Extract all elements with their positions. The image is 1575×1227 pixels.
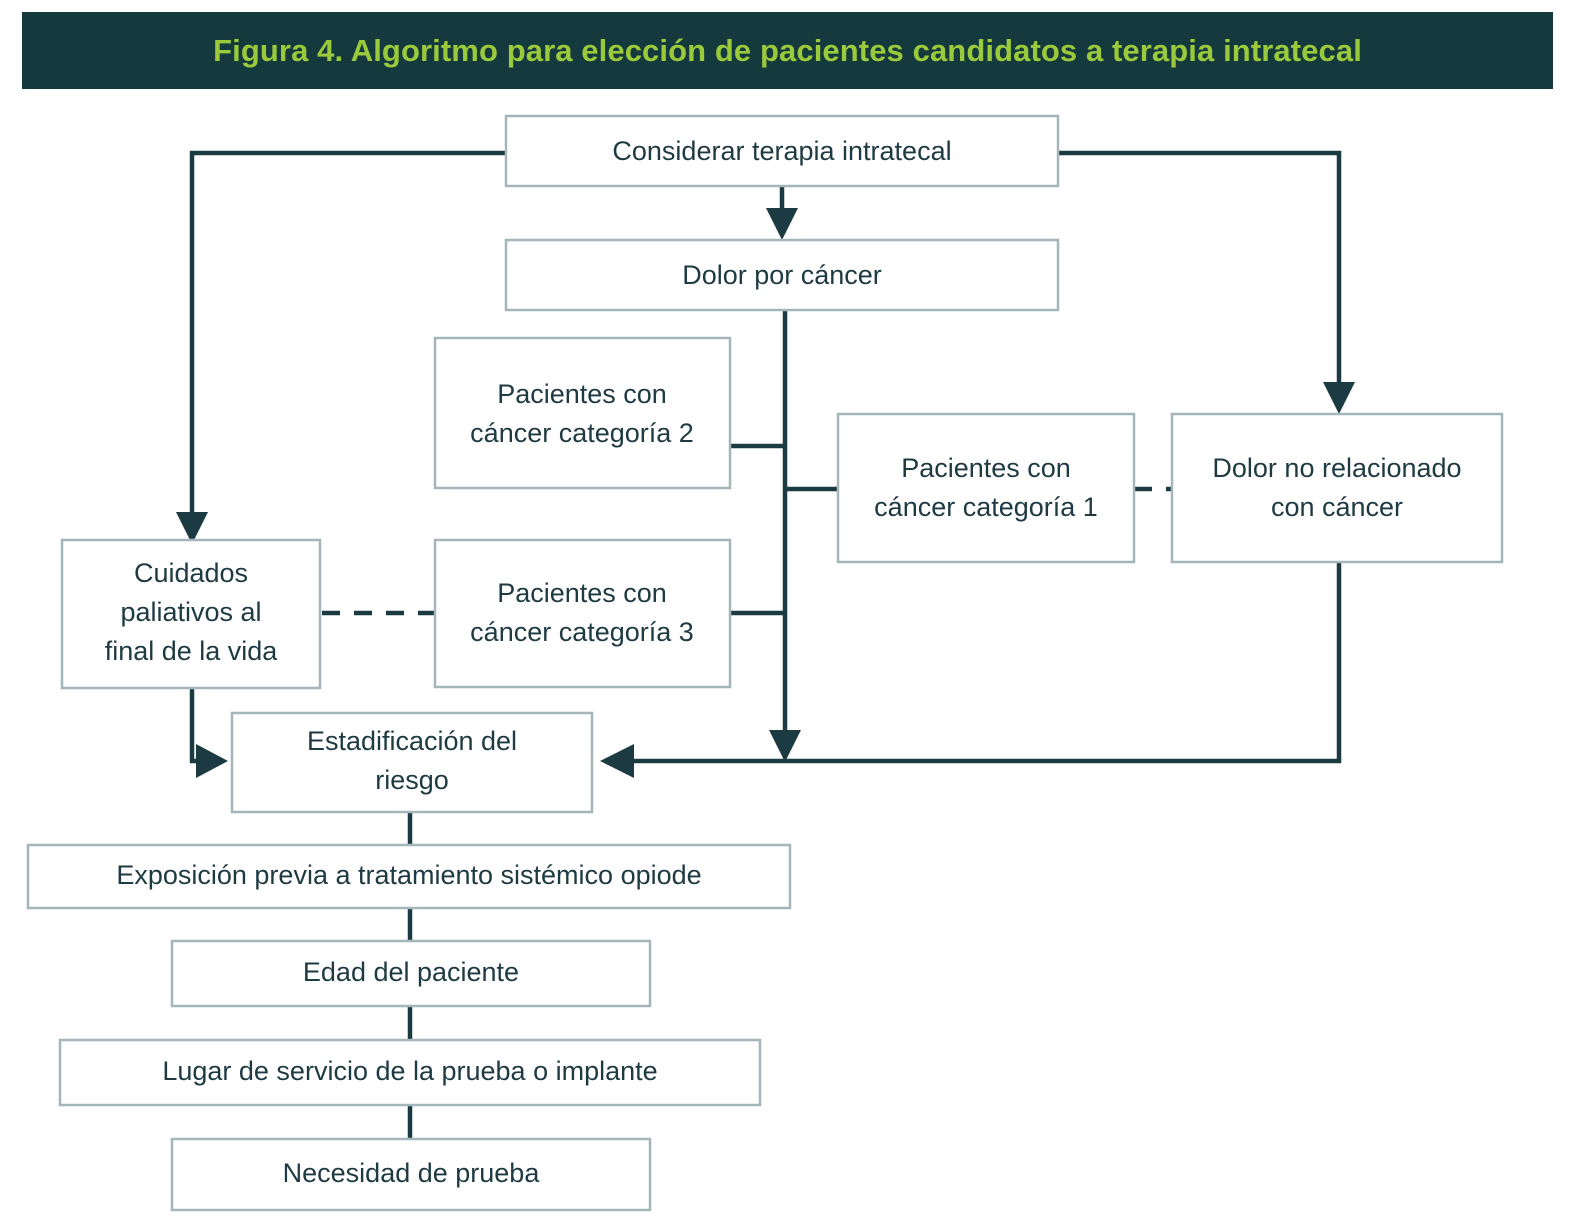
node-box bbox=[230, 711, 594, 814]
page-title: Figura 4. Algoritmo para elección de pac… bbox=[213, 32, 1362, 68]
arrowhead-estadificacion-left bbox=[196, 744, 228, 778]
node-label-line1: Pacientes con bbox=[497, 379, 667, 409]
arrowhead-dolor-cancer bbox=[766, 208, 798, 240]
connector-considerar-to-cuidados bbox=[189, 150, 506, 524]
node-label-line2: cáncer categoría 1 bbox=[874, 492, 1098, 522]
node-label: Necesidad de prueba bbox=[283, 1158, 541, 1188]
node-box bbox=[1170, 412, 1504, 564]
node-label-line1: Cuidados bbox=[134, 558, 248, 588]
node-label: Exposición previa a tratamiento sistémic… bbox=[116, 860, 701, 890]
node-considerar-terapia-intratecal[interactable]: Considerar terapia intratecal bbox=[504, 114, 1060, 188]
connector-considerar-to-dolor-no-relacionado bbox=[1058, 150, 1342, 394]
node-pacientes-cancer-categoria-1[interactable]: Pacientes con cáncer categoría 1 bbox=[836, 412, 1136, 564]
arrowhead-trunk-to-rail bbox=[769, 730, 801, 762]
arrowhead-cuidados bbox=[176, 512, 208, 544]
node-label-line3: final de la vida bbox=[105, 636, 279, 666]
node-label-line2: con cáncer bbox=[1271, 492, 1403, 522]
figure-title-bar: Figura 4. Algoritmo para elección de pac… bbox=[22, 12, 1553, 89]
node-pacientes-cancer-categoria-2[interactable]: Pacientes con cáncer categoría 2 bbox=[433, 336, 732, 490]
node-box bbox=[26, 843, 792, 910]
node-edad-del-paciente[interactable]: Edad del paciente bbox=[170, 939, 652, 1008]
node-label: Lugar de servicio de la prueba o implant… bbox=[162, 1056, 657, 1086]
node-box bbox=[58, 1038, 762, 1107]
node-box bbox=[433, 336, 732, 490]
connector-dolor-no-relacionado-to-estadificacion bbox=[622, 562, 1342, 764]
node-dolor-no-relacionado-con-cancer[interactable]: Dolor no relacionado con cáncer bbox=[1170, 412, 1504, 564]
arrowhead-dolor-no-relacionado bbox=[1323, 382, 1355, 414]
node-pacientes-cancer-categoria-3[interactable]: Pacientes con cáncer categoría 3 bbox=[433, 538, 732, 689]
node-dolor-por-cancer[interactable]: Dolor por cáncer bbox=[504, 238, 1060, 312]
node-label-line2: cáncer categoría 2 bbox=[470, 418, 694, 448]
node-label-line1: Pacientes con bbox=[497, 578, 667, 608]
node-label-line1: Dolor no relacionado bbox=[1212, 453, 1461, 483]
node-box bbox=[170, 939, 652, 1008]
node-label-line2: riesgo bbox=[375, 765, 449, 795]
node-box bbox=[433, 538, 732, 689]
node-label: Dolor por cáncer bbox=[682, 260, 882, 290]
node-box bbox=[170, 1137, 652, 1212]
node-box bbox=[504, 238, 1060, 312]
node-box bbox=[836, 412, 1136, 564]
node-box bbox=[60, 538, 322, 690]
node-box bbox=[504, 114, 1060, 188]
node-label-line1: Pacientes con bbox=[901, 453, 1071, 483]
node-label: Edad del paciente bbox=[303, 957, 519, 987]
node-necesidad-de-prueba[interactable]: Necesidad de prueba bbox=[170, 1137, 652, 1212]
node-label-line1: Estadificación del bbox=[307, 726, 517, 756]
node-label-line2: cáncer categoría 3 bbox=[470, 617, 694, 647]
node-exposicion-previa[interactable]: Exposición previa a tratamiento sistémic… bbox=[26, 843, 792, 910]
node-lugar-de-servicio[interactable]: Lugar de servicio de la prueba o implant… bbox=[58, 1038, 762, 1107]
node-cuidados-paliativos[interactable]: Cuidados paliativos al final de la vida bbox=[60, 538, 322, 690]
node-label: Considerar terapia intratecal bbox=[612, 136, 951, 166]
node-estadificacion-del-riesgo[interactable]: Estadificación del riesgo bbox=[230, 711, 594, 814]
node-label-line2: paliativos al bbox=[120, 597, 261, 627]
arrowhead-estadificacion-right bbox=[600, 744, 634, 778]
